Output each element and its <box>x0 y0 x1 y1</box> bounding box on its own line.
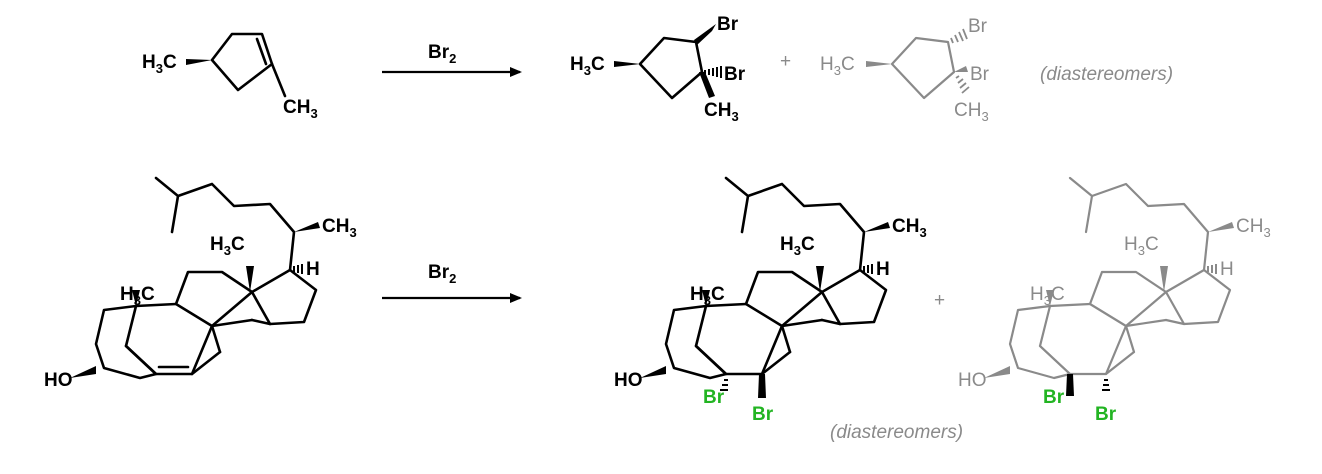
reaction2-arrow: Br2 <box>382 262 522 303</box>
h3c-label: H3C <box>1124 234 1159 258</box>
h3c-label: H3C <box>690 284 725 308</box>
hash-bond <box>950 28 968 44</box>
reaction1-reactant: H3C CH3 <box>142 32 318 121</box>
wedge-bond <box>614 61 640 67</box>
br-label: Br <box>717 14 739 35</box>
ho-label: HO <box>44 370 73 391</box>
wedge-bond <box>1160 266 1168 292</box>
h3c-label: H3C <box>120 284 155 308</box>
wedge-bond <box>70 366 96 378</box>
wedge-bond <box>186 59 212 65</box>
ho-label: HO <box>958 370 987 391</box>
hash-bond <box>955 75 970 94</box>
h-label: H <box>306 259 320 280</box>
wedge-bond <box>294 222 320 232</box>
reaction2-reactant: CH3 H3C H H3C HO <box>44 176 357 391</box>
br-label-green: Br <box>752 404 774 425</box>
h3c-label: H3C <box>820 54 855 78</box>
ch3-label: CH3 <box>283 97 318 121</box>
wedge-bond <box>132 290 140 306</box>
reactant1-bonds <box>186 32 287 98</box>
hash-bond <box>704 66 722 78</box>
h3c-label: H3C <box>570 54 605 78</box>
plus-sign: + <box>934 290 945 311</box>
diastereomers-note: (diastereomers) <box>830 422 963 443</box>
wedge-bond <box>246 266 254 292</box>
ho-label: HO <box>614 370 643 391</box>
br-label: Br <box>724 64 746 85</box>
h3c-label: H3C <box>1030 284 1065 308</box>
h-label: H <box>876 259 890 280</box>
ch3-label: CH3 <box>704 100 739 124</box>
h3c-label: H3C <box>142 52 177 76</box>
reaction1-arrow: Br2 <box>382 42 522 77</box>
wedge-bond <box>864 222 890 232</box>
reaction2-product1: CH3 H3C H H3C HO Br Br <box>614 176 927 425</box>
wedge-bond <box>694 24 716 45</box>
hash-bond <box>1207 264 1217 274</box>
wedge-bond <box>640 366 666 378</box>
hash-bond <box>863 264 873 274</box>
h-label: H <box>1220 259 1234 280</box>
reagent-br2: Br2 <box>428 262 456 286</box>
ch3-label: CH3 <box>954 100 989 124</box>
diastereomers-note: (diastereomers) <box>1040 64 1173 85</box>
wedge-bond <box>1066 374 1074 396</box>
ch3-label: CH3 <box>892 216 927 240</box>
product1-bonds <box>640 176 890 398</box>
wedge-bond <box>699 72 715 98</box>
wedge-bond <box>984 366 1010 378</box>
wedge-bond <box>816 266 824 292</box>
ch3-label: CH3 <box>1236 216 1271 240</box>
reaction1-product2: H3C Br Br CH3 <box>820 16 990 124</box>
reaction1-product1: H3C Br Br CH3 <box>570 14 746 124</box>
wedge-bond <box>866 61 892 67</box>
wedge-bond <box>1208 222 1234 232</box>
br-label-green: Br <box>1095 404 1117 425</box>
wedge-bond <box>758 374 766 398</box>
reagent-br2: Br2 <box>428 42 456 66</box>
hash-bond <box>720 379 728 391</box>
wedge-bond <box>954 66 968 72</box>
hash-bond <box>1102 379 1110 391</box>
br-label-green: Br <box>1043 387 1065 408</box>
br-label-green: Br <box>703 387 725 408</box>
ch3-label: CH3 <box>322 216 357 240</box>
plus-sign: + <box>780 51 791 72</box>
reactant2-bonds <box>70 176 320 380</box>
reaction2-product2: CH3 H3C H H3C HO Br Br <box>958 176 1271 425</box>
h3c-label: H3C <box>780 234 815 258</box>
br-label: Br <box>970 64 990 85</box>
wedge-bond <box>702 290 710 306</box>
wedge-bond <box>1046 290 1054 306</box>
br-label: Br <box>968 16 988 37</box>
hash-bond <box>293 264 303 274</box>
product2-bonds <box>984 176 1234 396</box>
h3c-label: H3C <box>210 234 245 258</box>
